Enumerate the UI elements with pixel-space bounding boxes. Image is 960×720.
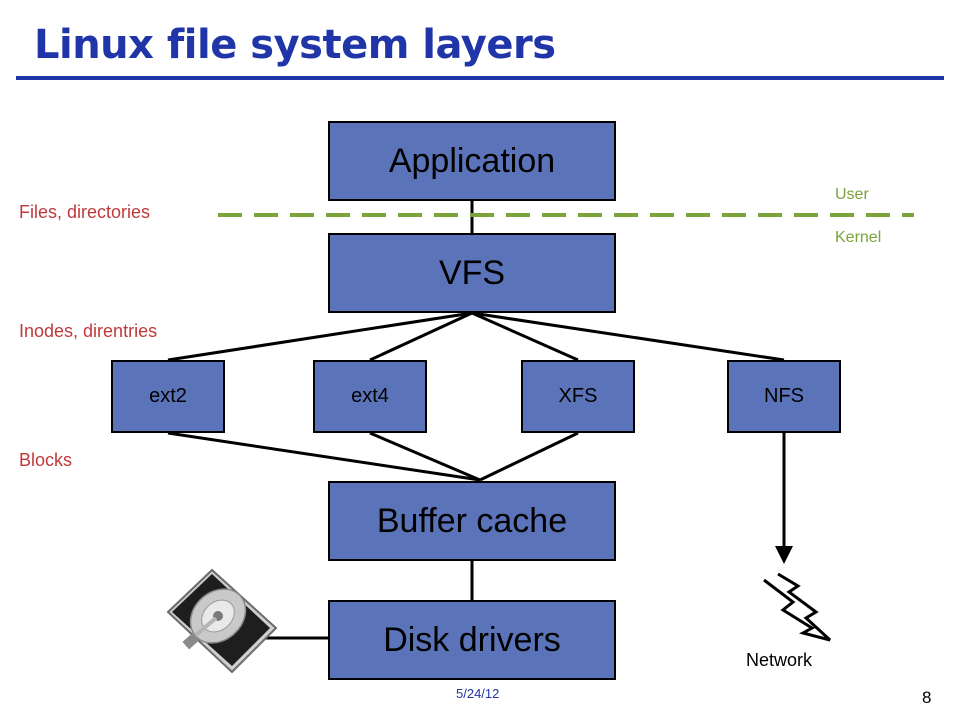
disk-drivers-box: Disk drivers xyxy=(328,600,616,680)
ext4-label: ext4 xyxy=(351,385,389,407)
footer-date: 5/24/12 xyxy=(456,686,500,701)
nfs-network-arrowhead xyxy=(775,546,793,564)
hard-disk-icon xyxy=(166,568,278,674)
vfs-box: VFS xyxy=(328,233,616,313)
vfs-nfs-line xyxy=(471,311,785,362)
vfs-ext2-line xyxy=(167,311,473,362)
xfs-cache-line xyxy=(479,431,579,482)
ext2-cache-line xyxy=(167,431,481,482)
disk-drivers-label: Disk drivers xyxy=(383,620,561,659)
ext2-label: ext2 xyxy=(149,385,187,407)
blocks-label: Blocks xyxy=(19,450,73,470)
nfs-box: NFS xyxy=(727,360,841,433)
lightning-bolt-icon xyxy=(763,572,832,642)
slide-title: Linux file system layers xyxy=(34,22,556,68)
xfs-label: XFS xyxy=(558,385,598,407)
buffer-cache-box: Buffer cache xyxy=(328,481,616,561)
title-underline xyxy=(16,76,944,80)
inodes-direntries-label: Inodes, direntries xyxy=(19,321,158,341)
kernel-label: Kernel xyxy=(835,229,882,246)
network-label: Network xyxy=(746,650,813,670)
vfs-label: VFS xyxy=(438,253,506,292)
ext4-box: ext4 xyxy=(313,360,427,433)
vfs-xfs-line xyxy=(471,311,579,362)
vfs-ext4-line xyxy=(369,311,473,362)
files-directories-label: Files, directories xyxy=(19,202,151,222)
ext2-box: ext2 xyxy=(111,360,225,433)
buffer-cache-label: Buffer cache xyxy=(376,501,568,540)
page-number: 8 xyxy=(922,688,932,707)
application-label: Application xyxy=(388,141,556,180)
application-box: Application xyxy=(328,121,616,201)
nfs-label: NFS xyxy=(764,385,804,407)
ext4-cache-line xyxy=(369,431,481,482)
user-label: User xyxy=(835,186,869,203)
xfs-box: XFS xyxy=(521,360,635,433)
